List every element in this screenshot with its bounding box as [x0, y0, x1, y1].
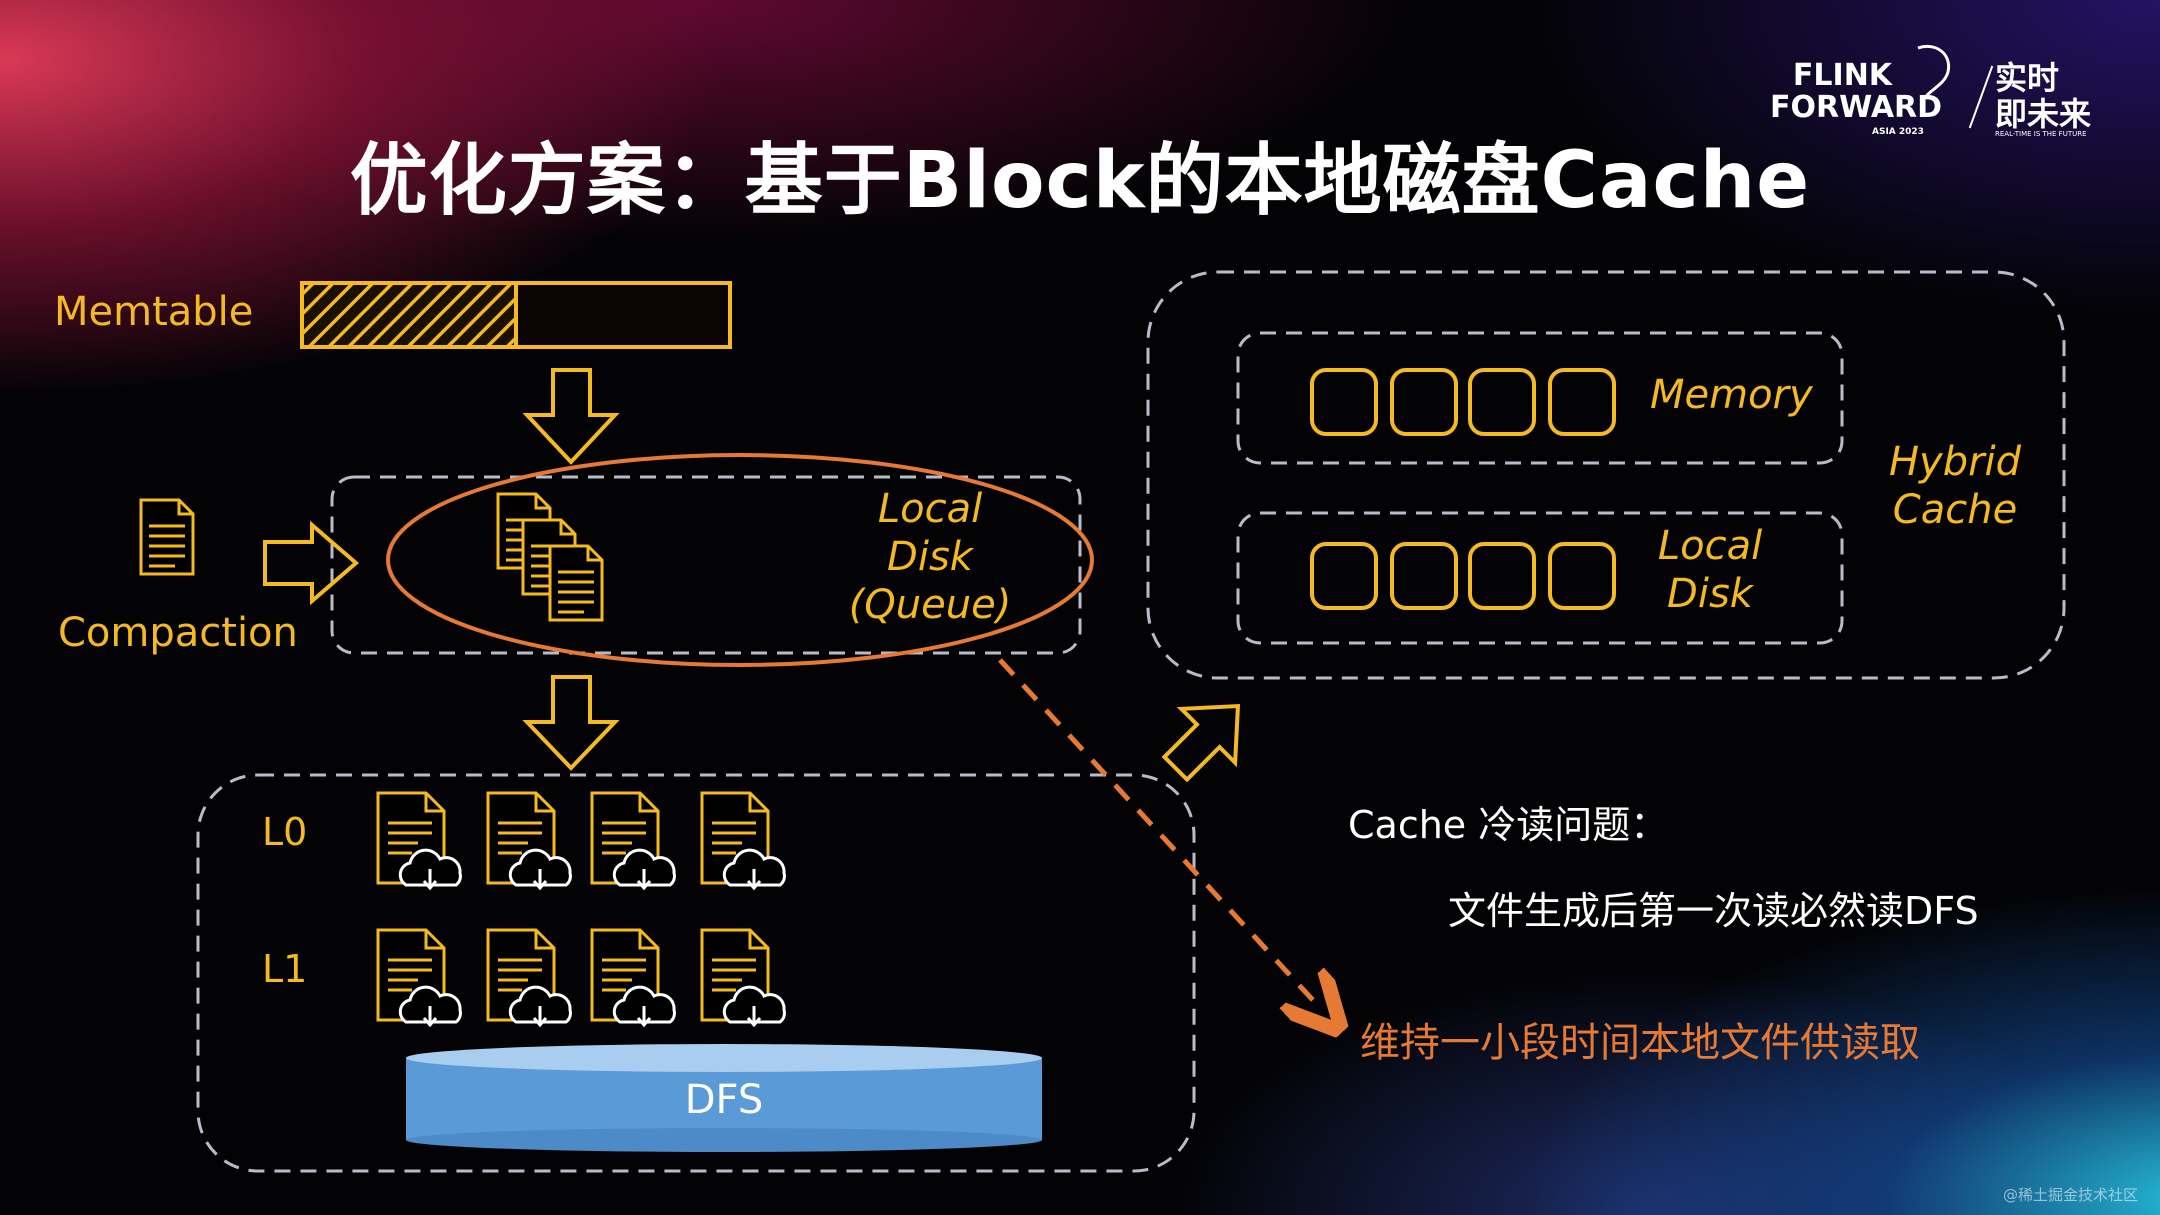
dfs-label: DFS	[684, 1077, 764, 1123]
hybrid-cache-box	[1146, 270, 2066, 680]
memtable-bar	[300, 281, 732, 349]
hybrid-cache-line2: Cache	[1892, 487, 2018, 533]
queue-label-line2: Disk	[887, 534, 973, 580]
logo-line1: FLINK	[1792, 58, 1893, 93]
compaction-file-icon	[139, 498, 195, 576]
notes-detail: 文件生成后第一次读必然读DFS	[1448, 889, 1979, 933]
queue-label-line3: (Queue)	[848, 582, 1012, 628]
queue-ellipse	[386, 453, 1094, 667]
logo-badge: ASIA 2023	[1872, 127, 1924, 137]
dfs-cylinder	[406, 1044, 1042, 1152]
local-disk-cache-box	[1236, 511, 1844, 645]
logo-cn-line1: 实时	[1995, 59, 2060, 97]
down-arrow-queue	[522, 675, 620, 771]
memory-box	[1236, 331, 1844, 465]
watermark: @稀土掘金技术社区	[2002, 1186, 2138, 1204]
memtable-label: Memtable	[54, 289, 254, 335]
slide-title: 优化方案：基于Block的本地磁盘Cache	[349, 136, 1811, 226]
hybrid-cache-line1: Hybrid	[1888, 439, 2022, 485]
flink-forward-logo: FLINK FORWARD	[1770, 60, 1942, 124]
compaction-label: Compaction	[58, 610, 298, 656]
orange-dashed-arrow	[998, 658, 1322, 1010]
logo-line2: FORWARD	[1770, 90, 1943, 125]
local-disk-cache-label: Local Disk	[1640, 522, 1780, 618]
levels-box	[196, 773, 1196, 1173]
local-disk-cache-line1: Local	[1657, 523, 1763, 569]
logo-tagline: REAL-TIME IS THE FUTURE	[1995, 130, 2087, 138]
notes-heading: Cache 冷读问题：	[1348, 803, 1669, 847]
notes-solution: 维持一小段时间本地文件供读取	[1360, 1020, 1920, 1066]
local-disk-box	[330, 475, 1082, 655]
level-l1-label: L1	[262, 947, 308, 991]
flink-squirrel-icon	[1917, 45, 1951, 103]
memory-blocks	[1310, 368, 1616, 436]
logo-cn-line2: 即未来	[1995, 95, 2092, 133]
queue-files-icon	[496, 492, 604, 622]
memory-label: Memory	[1650, 372, 1813, 418]
local-disk-blocks	[1310, 542, 1616, 610]
l0-files	[376, 791, 786, 890]
logo-cn: 实时 即未来	[1995, 60, 2091, 132]
down-arrow-memtable	[522, 368, 620, 465]
queue-label: Local Disk (Queue)	[820, 485, 1040, 629]
hybrid-cache-label: Hybrid Cache	[1870, 438, 2040, 534]
right-arrow-compaction	[263, 520, 360, 606]
l1-files	[376, 928, 786, 1027]
queue-label-line1: Local	[877, 486, 983, 532]
local-disk-cache-line2: Disk	[1667, 571, 1753, 617]
level-l0-label: L0	[262, 810, 308, 854]
up-right-arrow	[1161, 703, 1241, 783]
